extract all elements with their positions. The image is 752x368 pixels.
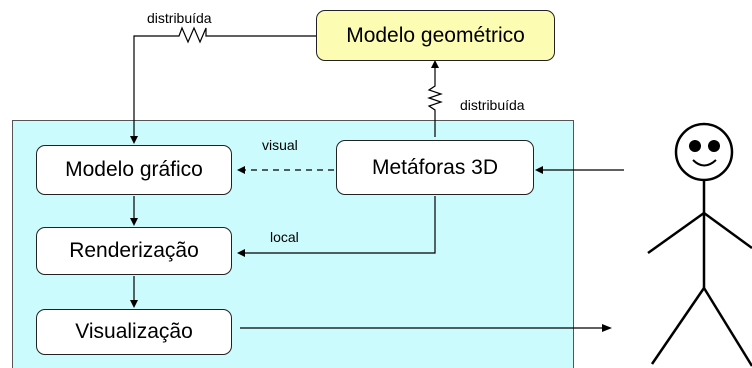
arrowhead bbox=[237, 249, 245, 257]
arrowhead bbox=[130, 136, 138, 144]
arrowhead bbox=[130, 218, 138, 226]
node-geometric-model: Modelo geométrico bbox=[316, 10, 555, 61]
edge-geometric-to-graphic bbox=[133, 26, 316, 138]
edge-label-distributed-right: distribuída bbox=[460, 97, 525, 113]
edge-metaphors-to-rendering bbox=[244, 196, 436, 254]
arrowhead bbox=[130, 300, 138, 308]
edge-metaphors-to-geometric bbox=[427, 66, 443, 137]
arrowhead bbox=[535, 166, 543, 174]
arrowhead bbox=[237, 166, 245, 174]
edge-label-visual: visual bbox=[262, 137, 298, 153]
node-metaphors-3d: Metáforas 3D bbox=[336, 140, 534, 195]
node-graphic-model: Modelo gráfico bbox=[36, 145, 232, 195]
arrowhead bbox=[431, 60, 439, 68]
edge-label-distributed-top: distribuída bbox=[147, 10, 212, 26]
arrowhead bbox=[602, 324, 612, 332]
stick-figure-user-icon bbox=[647, 122, 752, 367]
edge-label-local: local bbox=[270, 229, 299, 245]
node-rendering: Renderização bbox=[36, 227, 232, 275]
node-visualization: Visualização bbox=[36, 309, 232, 355]
